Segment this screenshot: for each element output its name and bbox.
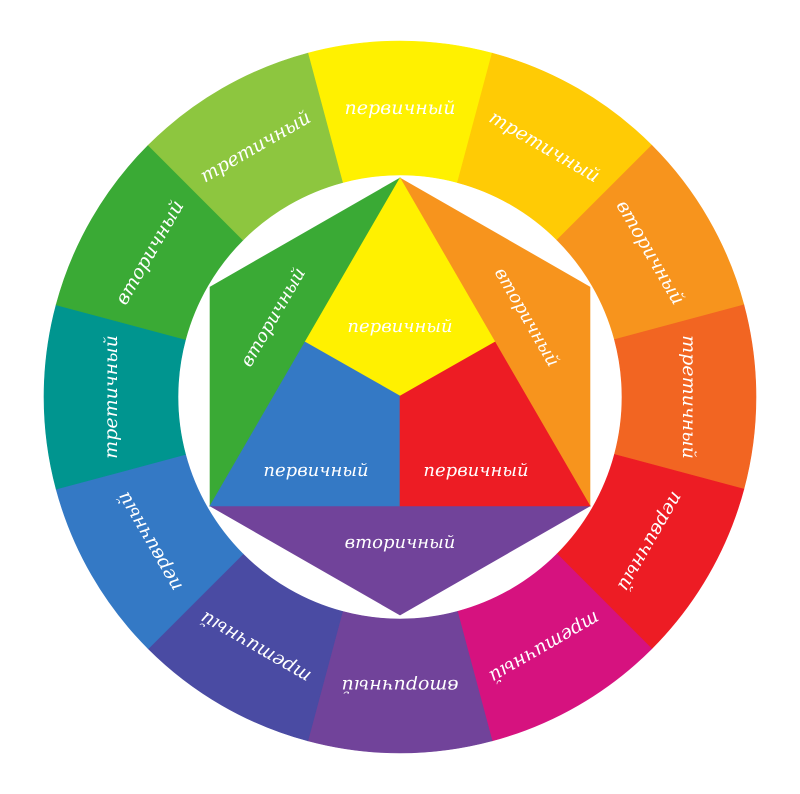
- inner-hexagon: первичный первичный первичный вторичный …: [208, 177, 592, 616]
- outer-color-ring: первичный третичный вторичный третичный перв…: [43, 40, 757, 754]
- primary-red-triangle: [399, 341, 591, 507]
- primary-yellow-label: первичный: [347, 316, 452, 337]
- ring-segment-label-4: третичный: [678, 335, 700, 459]
- ring-segment-label-1: первичный: [345, 97, 456, 119]
- ring-segment-label-10: третичный: [100, 335, 122, 459]
- ring-segment-12: [147, 52, 343, 241]
- ring-segment-label-7: вторичный: [342, 675, 459, 697]
- primary-red-label: первичный: [423, 460, 528, 481]
- secondary-purple-label: вторичный: [345, 532, 456, 553]
- primary-blue-label: первичный: [263, 460, 368, 481]
